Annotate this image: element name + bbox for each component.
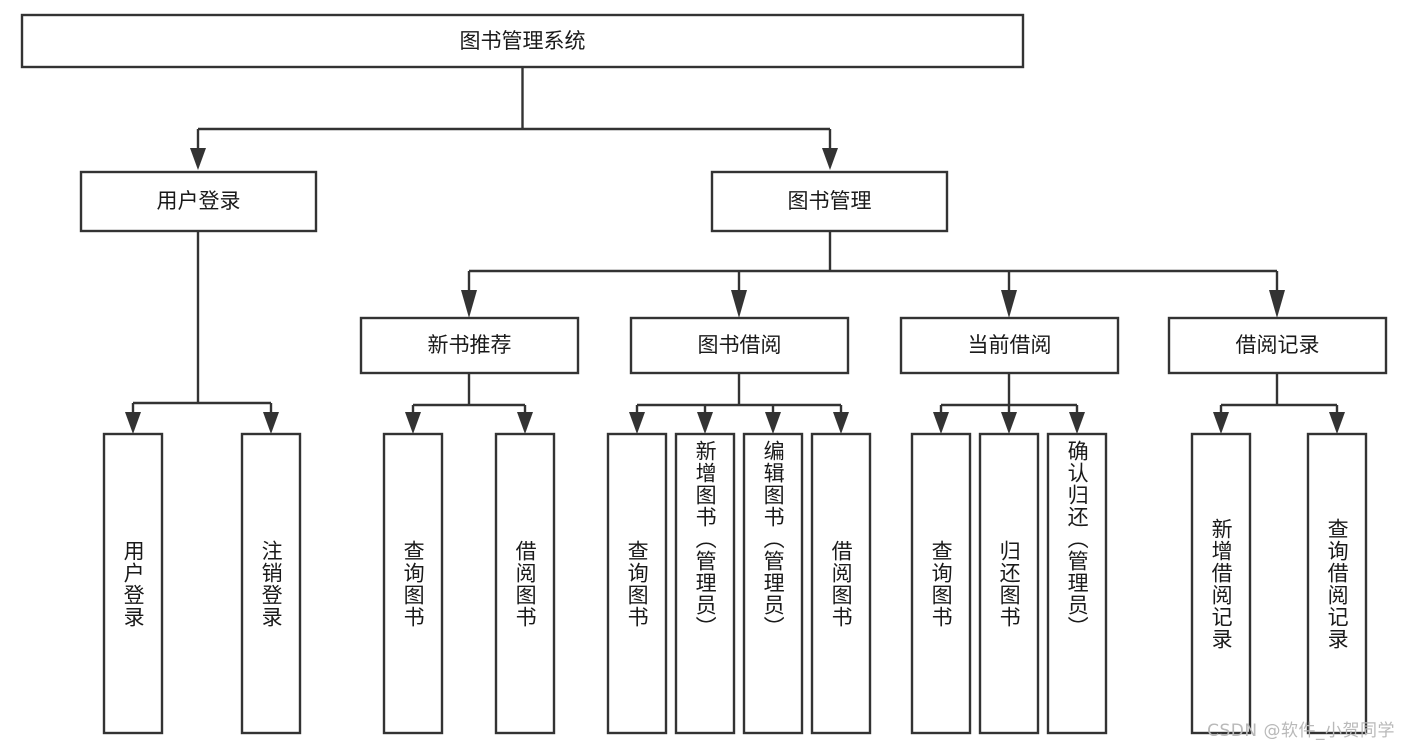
node-root-label: 图书管理系统 <box>460 29 586 53</box>
arrow-bookborrow-leaf-2 <box>697 412 713 434</box>
leaf-box-add-record[interactable] <box>1190 432 1252 735</box>
connector-layer <box>125 67 1345 434</box>
arrow-borrowrecord-leaf-2 <box>1329 412 1345 434</box>
node-new-book-recommend[interactable]: 新书推荐 <box>359 316 580 375</box>
arrow-borrowrecord-leaf-1 <box>1213 412 1229 434</box>
csdn-watermark: CSDN @软件_小贺同学 <box>1207 721 1395 741</box>
node-user-login-label: 用户登录 <box>157 189 241 213</box>
arrow-root-to-book-manage <box>822 148 838 170</box>
arrow-bookmanage-child-2 <box>731 290 747 318</box>
node-user-login-box[interactable] <box>79 170 318 233</box>
leaf-box-query-book-1[interactable] <box>382 432 444 735</box>
arrow-newbook-leaf-1 <box>405 412 421 434</box>
arrow-newbook-leaf-2 <box>517 412 533 434</box>
leaf-box-confirm-return[interactable] <box>1046 432 1108 735</box>
arrow-currentborrow-leaf-2 <box>1001 412 1017 434</box>
node-borrow-record-box[interactable] <box>1167 316 1388 375</box>
node-book-manage-label: 图书管理 <box>788 189 872 213</box>
node-book-manage-box[interactable] <box>710 170 949 233</box>
leaf-box-query-book-3[interactable] <box>910 432 972 735</box>
arrow-userlogin-leaf-1 <box>125 412 141 434</box>
arrow-bookmanage-child-1 <box>461 290 477 318</box>
node-book-borrow-box[interactable] <box>629 316 850 375</box>
arrow-root-to-user-login <box>190 148 206 170</box>
arrow-bookborrow-leaf-1 <box>629 412 645 434</box>
arrow-currentborrow-leaf-3 <box>1069 412 1085 434</box>
node-book-manage[interactable]: 图书管理 <box>710 170 949 233</box>
arrow-bookborrow-leaf-4 <box>833 412 849 434</box>
node-root-box[interactable] <box>20 13 1025 69</box>
leaf-box-add-book[interactable] <box>674 432 736 735</box>
leaf-box-user-logout[interactable] <box>240 432 302 735</box>
node-current-borrow[interactable]: 当前借阅 <box>899 316 1120 375</box>
node-current-borrow-label: 当前借阅 <box>968 333 1052 357</box>
node-new-book-recommend-label: 新书推荐 <box>428 333 512 357</box>
arrow-bookmanage-child-3 <box>1001 290 1017 318</box>
leaf-box-query-book-2[interactable] <box>606 432 668 735</box>
arrow-currentborrow-leaf-1 <box>933 412 949 434</box>
node-root[interactable]: 图书管理系统 <box>20 13 1025 69</box>
node-book-borrow[interactable]: 图书借阅 <box>629 316 850 375</box>
arrow-userlogin-leaf-2 <box>263 412 279 434</box>
arrow-bookmanage-child-4 <box>1269 290 1285 318</box>
node-book-borrow-label: 图书借阅 <box>698 333 782 357</box>
node-new-book-recommend-box[interactable] <box>359 316 580 375</box>
node-borrow-record[interactable]: 借阅记录 <box>1167 316 1388 375</box>
leaf-box-return-book[interactable] <box>978 432 1040 735</box>
node-borrow-record-label: 借阅记录 <box>1236 333 1320 357</box>
leaf-box-borrow-book-2[interactable] <box>810 432 872 735</box>
arrow-bookborrow-leaf-3 <box>765 412 781 434</box>
node-user-login[interactable]: 用户登录 <box>79 170 318 233</box>
leaf-box-borrow-book-1[interactable] <box>494 432 556 735</box>
node-current-borrow-box[interactable] <box>899 316 1120 375</box>
leaf-box-user-login[interactable] <box>102 432 164 735</box>
leaf-box-query-record[interactable] <box>1306 432 1368 735</box>
leaf-box-edit-book[interactable] <box>742 432 804 735</box>
